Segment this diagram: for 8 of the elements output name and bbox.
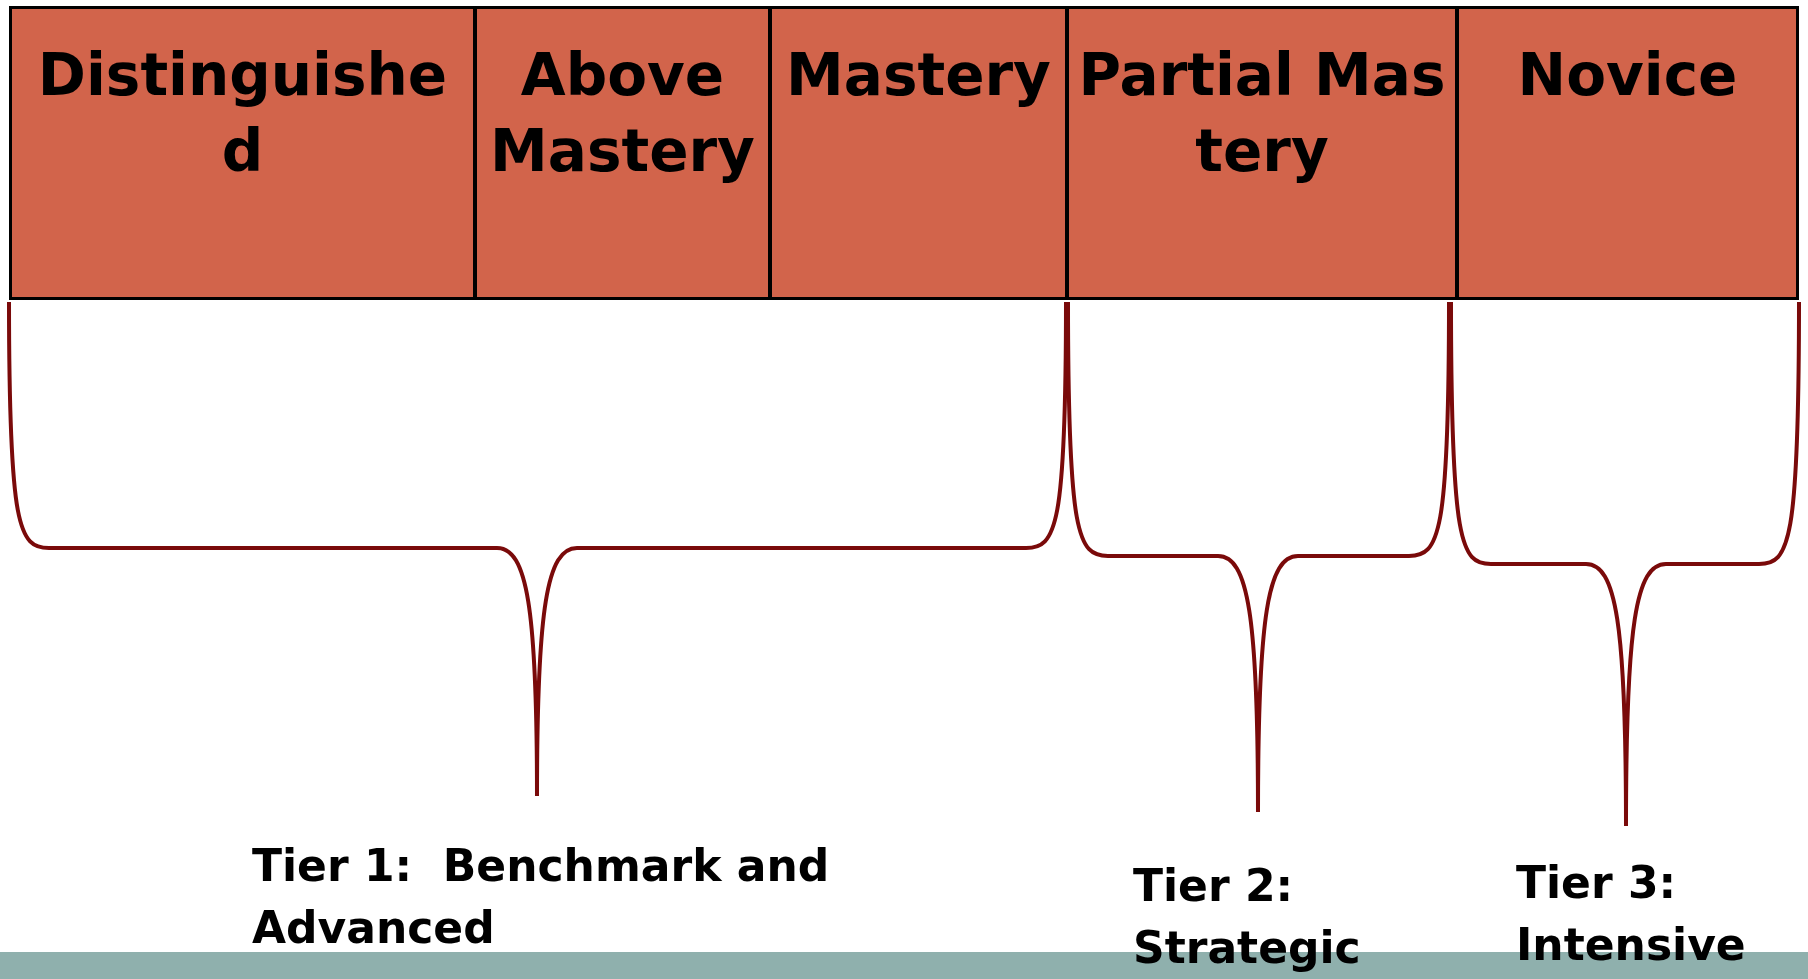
level-heading: Above Mastery <box>489 40 756 187</box>
level-heading: Novice <box>1516 40 1739 111</box>
level-heading: Mastery <box>785 40 1052 111</box>
tier-label: Tier 3: Intensive <box>1516 856 1747 972</box>
tier-label: Tier 2: Strategic <box>1133 859 1362 975</box>
level-heading: Distinguished <box>36 40 449 187</box>
level-heading: Partial Mastery <box>1077 40 1447 187</box>
tier-label: Tier 1: Benchmark and Advanced <box>252 839 831 955</box>
